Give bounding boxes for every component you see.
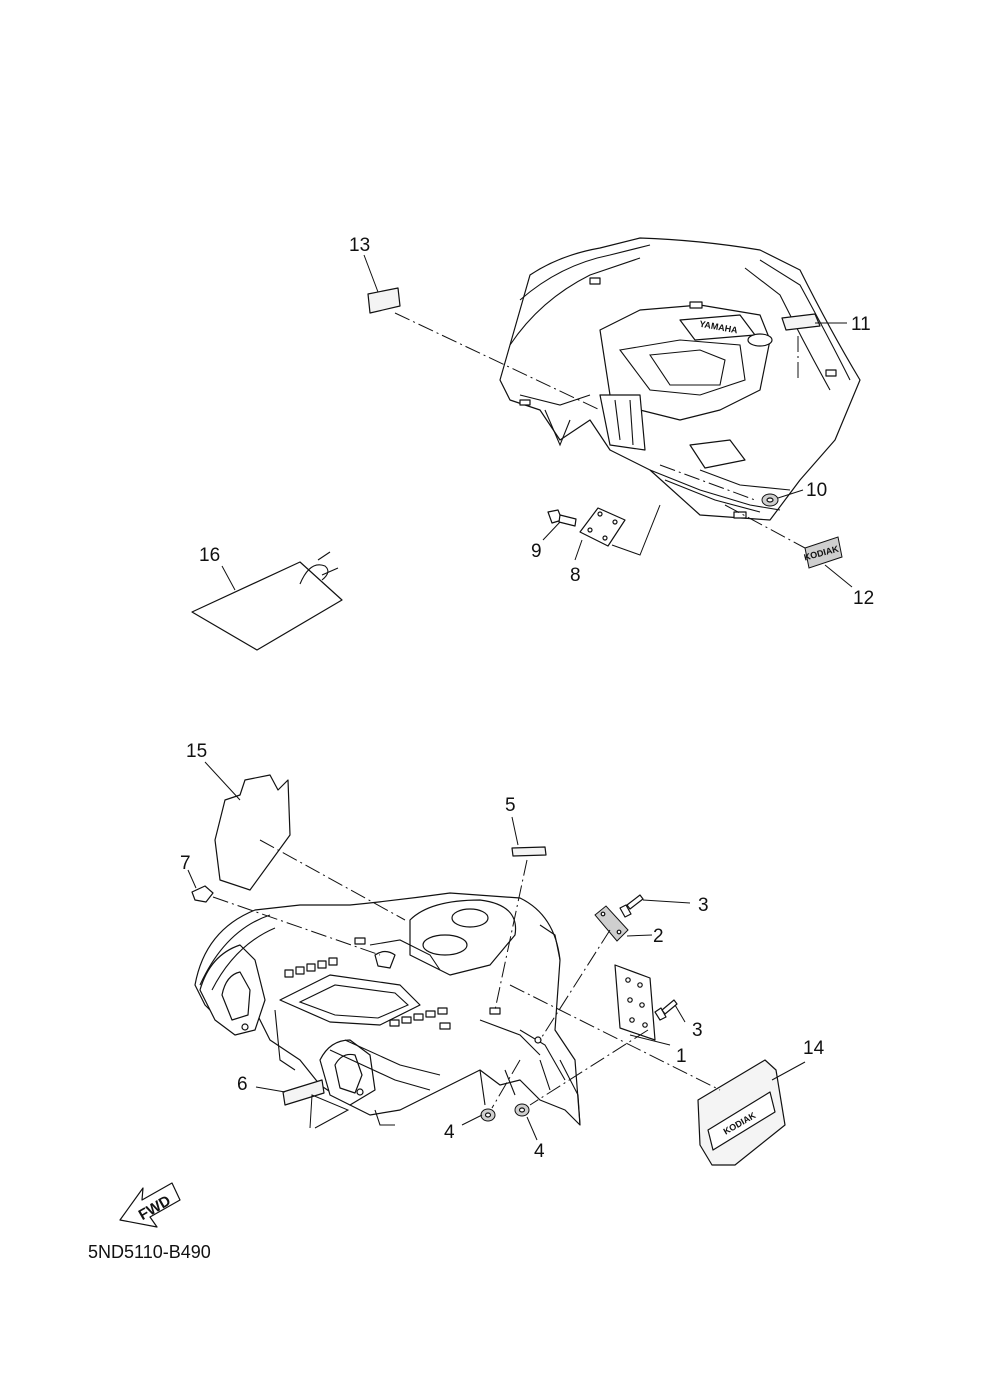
callout-4-right: 4 bbox=[534, 1141, 545, 1162]
callout-10: 10 bbox=[806, 480, 827, 501]
part-5-decal bbox=[511, 846, 547, 857]
hood-vents-left bbox=[284, 957, 338, 978]
callout-2: 2 bbox=[653, 926, 664, 947]
callout-15: 15 bbox=[186, 741, 207, 762]
part-13-decal bbox=[367, 287, 401, 314]
callout-3-upper: 3 bbox=[698, 895, 709, 916]
part-10-washer bbox=[761, 493, 779, 507]
part-4-grommet-right bbox=[514, 1103, 530, 1117]
callout-6: 6 bbox=[237, 1074, 248, 1095]
callout-8: 8 bbox=[570, 565, 581, 586]
callout-5: 5 bbox=[505, 795, 516, 816]
front-fender bbox=[194, 892, 581, 1126]
rear-leader-lines bbox=[221, 254, 853, 591]
part-11-decal bbox=[781, 313, 821, 331]
part-2-plate bbox=[594, 905, 629, 942]
part-7-badge bbox=[191, 885, 214, 903]
part-16-tag bbox=[191, 551, 343, 651]
hood-vents-right bbox=[389, 1007, 448, 1027]
callout-7: 7 bbox=[180, 853, 191, 874]
part-14-emblem: KODIAK bbox=[697, 1059, 786, 1166]
part-9-bolt bbox=[547, 509, 577, 527]
callout-13: 13 bbox=[349, 235, 370, 256]
part-3-screw-upper bbox=[619, 894, 644, 918]
part-8-bracket bbox=[579, 507, 626, 547]
callout-4-left: 4 bbox=[444, 1122, 455, 1143]
forward-direction-arrow: FWD bbox=[119, 1182, 181, 1228]
rear-fender: YAMAHA bbox=[499, 237, 861, 521]
part-1-bracket bbox=[614, 964, 656, 1041]
part-6-decal bbox=[282, 1079, 325, 1106]
callout-14: 14 bbox=[803, 1038, 825, 1059]
part-4-grommet-left bbox=[480, 1108, 496, 1122]
callout-12: 12 bbox=[853, 588, 874, 609]
callout-labels: 1 2 3 3 4 4 5 6 7 8 9 10 11 12 13 14 15 … bbox=[180, 235, 874, 1162]
part-15-decal bbox=[214, 774, 291, 891]
front-leader-lines bbox=[187, 761, 806, 1141]
callout-11: 11 bbox=[851, 314, 871, 335]
callout-9: 9 bbox=[531, 541, 542, 562]
callout-16: 16 bbox=[199, 545, 220, 566]
callout-1: 1 bbox=[676, 1046, 687, 1067]
diagram-code: 5ND5110-B490 bbox=[88, 1242, 211, 1262]
part-12-plate: KODIAK bbox=[803, 536, 843, 569]
callout-3-lower: 3 bbox=[692, 1020, 703, 1041]
part-3-screw-lower bbox=[654, 999, 678, 1021]
